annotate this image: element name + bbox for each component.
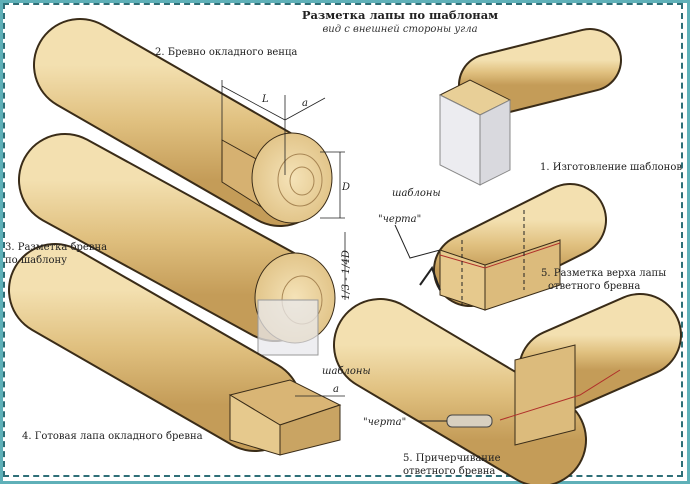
label-cherta-top: "черта" — [378, 214, 421, 225]
log-marking — [18, 133, 346, 356]
label-dim-L: L — [261, 94, 269, 105]
log-finished-notch — [8, 243, 345, 456]
label-depth: 1/3 - 1/4D — [341, 250, 352, 300]
label-step5b-1: 5. Причерчивание — [403, 453, 501, 464]
label-cherta-bottom: "черта" — [363, 417, 406, 428]
label-templates-top: шаблоны — [392, 188, 441, 199]
diagram-subtitle: вид с внешней стороны угла — [322, 24, 477, 35]
label-step1: 1. Изготовление шаблонов — [540, 162, 682, 173]
label-dim-a2: a — [333, 384, 339, 395]
log-base-crown — [33, 18, 345, 227]
label-step3-2: по шаблону — [5, 255, 67, 266]
label-step5b-2: ответного бревна — [403, 466, 495, 477]
label-step4: 4. Готовая лапа окладного бревна — [22, 431, 203, 442]
label-step5a-2: ответного бревна — [548, 281, 640, 292]
label-dim-D: D — [341, 182, 350, 193]
mating-log-marking — [394, 183, 607, 311]
dashed-frame — [3, 3, 683, 477]
label-step5a-1: 5. Разметка верха лапы — [541, 268, 666, 279]
scriber-tool — [446, 414, 493, 428]
template-piece — [257, 299, 319, 356]
diagram-title: Разметка лапы по шаблонам — [302, 8, 498, 22]
mating-log-scribing — [333, 293, 682, 484]
label-step3-1: 3. Разметка бревна — [5, 242, 107, 253]
label-templates-mid: шаблоны — [322, 366, 371, 377]
label-dim-a: a — [302, 98, 308, 109]
template-making — [438, 28, 622, 186]
label-step2: 2. Бревно окладного венца — [155, 47, 297, 58]
log-end-grain — [251, 132, 333, 224]
